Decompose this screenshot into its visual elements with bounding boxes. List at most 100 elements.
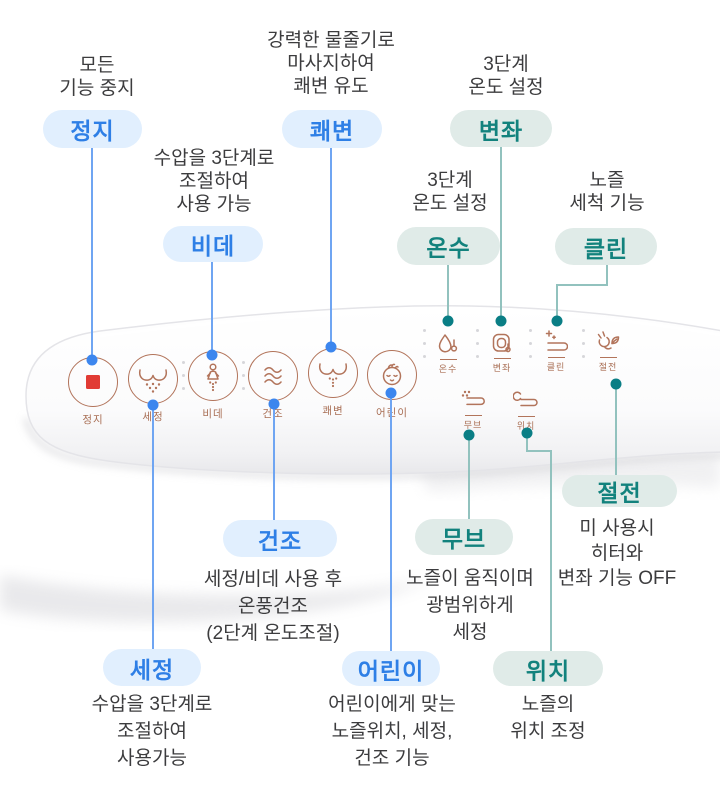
panel-control-hot-water[interactable]: 온수 bbox=[424, 332, 472, 374]
power-save-icon bbox=[597, 331, 620, 350]
panel-separator bbox=[582, 329, 585, 358]
callout-position-pill: 위치 bbox=[493, 651, 603, 686]
hot-water-label: 온수 bbox=[438, 364, 458, 374]
water-temp-icon bbox=[438, 334, 458, 353]
connector-line-wash bbox=[152, 405, 154, 649]
connector-dot-clean bbox=[551, 315, 563, 327]
control-underline bbox=[547, 357, 565, 358]
connector-line-position-h bbox=[526, 450, 552, 452]
connector-line-clean-v1 bbox=[606, 265, 608, 286]
connector-dot-stop bbox=[86, 354, 98, 366]
power-save-label: 절전 bbox=[598, 362, 618, 372]
bidet-button-label: 비데 bbox=[202, 408, 224, 420]
panel-separator bbox=[242, 361, 245, 390]
wash-button-circle bbox=[128, 354, 178, 404]
connector-dot-hot-water bbox=[442, 315, 454, 327]
callout-bidet-pill: 비데 bbox=[163, 226, 263, 262]
seat-temp-icon bbox=[492, 333, 511, 353]
callout-hot-water-pill: 온수 bbox=[397, 227, 500, 265]
callout-massage-pill: 쾌변 bbox=[282, 110, 382, 148]
panel-button-stop[interactable]: 정지 bbox=[61, 357, 125, 426]
panel-control-move[interactable]: 무브 bbox=[449, 386, 497, 430]
connector-line-power-save bbox=[615, 388, 617, 476]
panel-edge-shadow bbox=[23, 417, 720, 480]
move-label: 무브 bbox=[463, 420, 483, 430]
connector-line-child bbox=[390, 393, 392, 651]
connector-dot-seat bbox=[495, 315, 507, 327]
seat-label: 변좌 bbox=[492, 363, 512, 373]
dry-waves-icon bbox=[264, 367, 282, 385]
panel-button-bidet[interactable]: 비데 bbox=[181, 351, 245, 420]
connector-line-move bbox=[468, 439, 470, 520]
connector-line-position-v1 bbox=[526, 437, 528, 452]
panel-button-child[interactable]: 어린이 bbox=[360, 350, 424, 419]
massage-button-circle bbox=[308, 348, 358, 398]
connector-dot-dry bbox=[268, 398, 280, 410]
callout-stop-pill: 정지 bbox=[43, 110, 142, 148]
control-underline bbox=[517, 416, 535, 417]
connector-line-stop bbox=[91, 148, 93, 360]
control-underline bbox=[493, 358, 511, 359]
dry-button-circle bbox=[248, 351, 298, 401]
connector-dot-power-save bbox=[610, 378, 622, 390]
panel-control-position[interactable]: 위치 bbox=[502, 387, 550, 431]
callout-child-pill: 어린이 bbox=[342, 651, 440, 686]
callout-clean-pill: 클린 bbox=[555, 228, 657, 265]
child-button-circle bbox=[367, 350, 417, 400]
connector-dot-child bbox=[385, 387, 397, 399]
position-label: 위치 bbox=[516, 421, 536, 431]
connector-line-hot-water bbox=[447, 265, 449, 319]
control-underline bbox=[464, 415, 482, 416]
connector-line-position-v2 bbox=[550, 450, 552, 652]
nozzle-position-icon bbox=[513, 391, 538, 407]
panel-reflection-left bbox=[0, 575, 432, 623]
connector-dot-massage bbox=[325, 341, 337, 353]
connector-line-dry bbox=[273, 404, 275, 520]
connector-dot-wash bbox=[147, 399, 159, 411]
dry-button-label: 건조 bbox=[262, 408, 283, 420]
callout-move-pill: 무브 bbox=[415, 519, 513, 555]
nozzle-move-icon bbox=[461, 390, 485, 406]
connector-line-clean-v2 bbox=[556, 284, 558, 319]
callout-power-save-pill: 절전 bbox=[562, 475, 677, 507]
nozzle-clean-icon bbox=[545, 330, 568, 351]
massage-spray-icon bbox=[318, 363, 348, 388]
panel-separator bbox=[476, 329, 479, 358]
connector-line-clean-h bbox=[556, 284, 608, 286]
connector-line-seat bbox=[500, 147, 502, 319]
callout-dry-pill: 건조 bbox=[223, 520, 337, 557]
panel-control-power-save[interactable]: 절전 bbox=[584, 330, 632, 372]
panel-control-clean[interactable]: 클린 bbox=[532, 330, 580, 372]
panel-separator bbox=[423, 329, 426, 358]
panel-button-massage[interactable]: 쾌변 bbox=[301, 348, 365, 417]
wash-spray-icon bbox=[138, 369, 168, 393]
panel-top-highlight bbox=[99, 309, 720, 338]
control-underline bbox=[439, 359, 457, 360]
stop-button-label: 정지 bbox=[82, 414, 104, 426]
connector-line-massage bbox=[330, 148, 332, 347]
bidet-lady-icon bbox=[206, 363, 220, 392]
callout-wash-pill: 세정 bbox=[103, 649, 201, 686]
panel-separator bbox=[182, 361, 185, 390]
panel-control-seat[interactable]: 변좌 bbox=[478, 331, 526, 373]
connector-dot-move bbox=[463, 429, 475, 441]
stop-icon bbox=[86, 375, 100, 389]
connector-line-bidet bbox=[211, 262, 213, 355]
child-face-icon bbox=[382, 363, 402, 386]
control-underline bbox=[599, 357, 617, 358]
connector-dot-position bbox=[521, 427, 533, 439]
callout-seat-pill: 변좌 bbox=[450, 110, 552, 147]
clean-label: 클린 bbox=[546, 362, 566, 372]
